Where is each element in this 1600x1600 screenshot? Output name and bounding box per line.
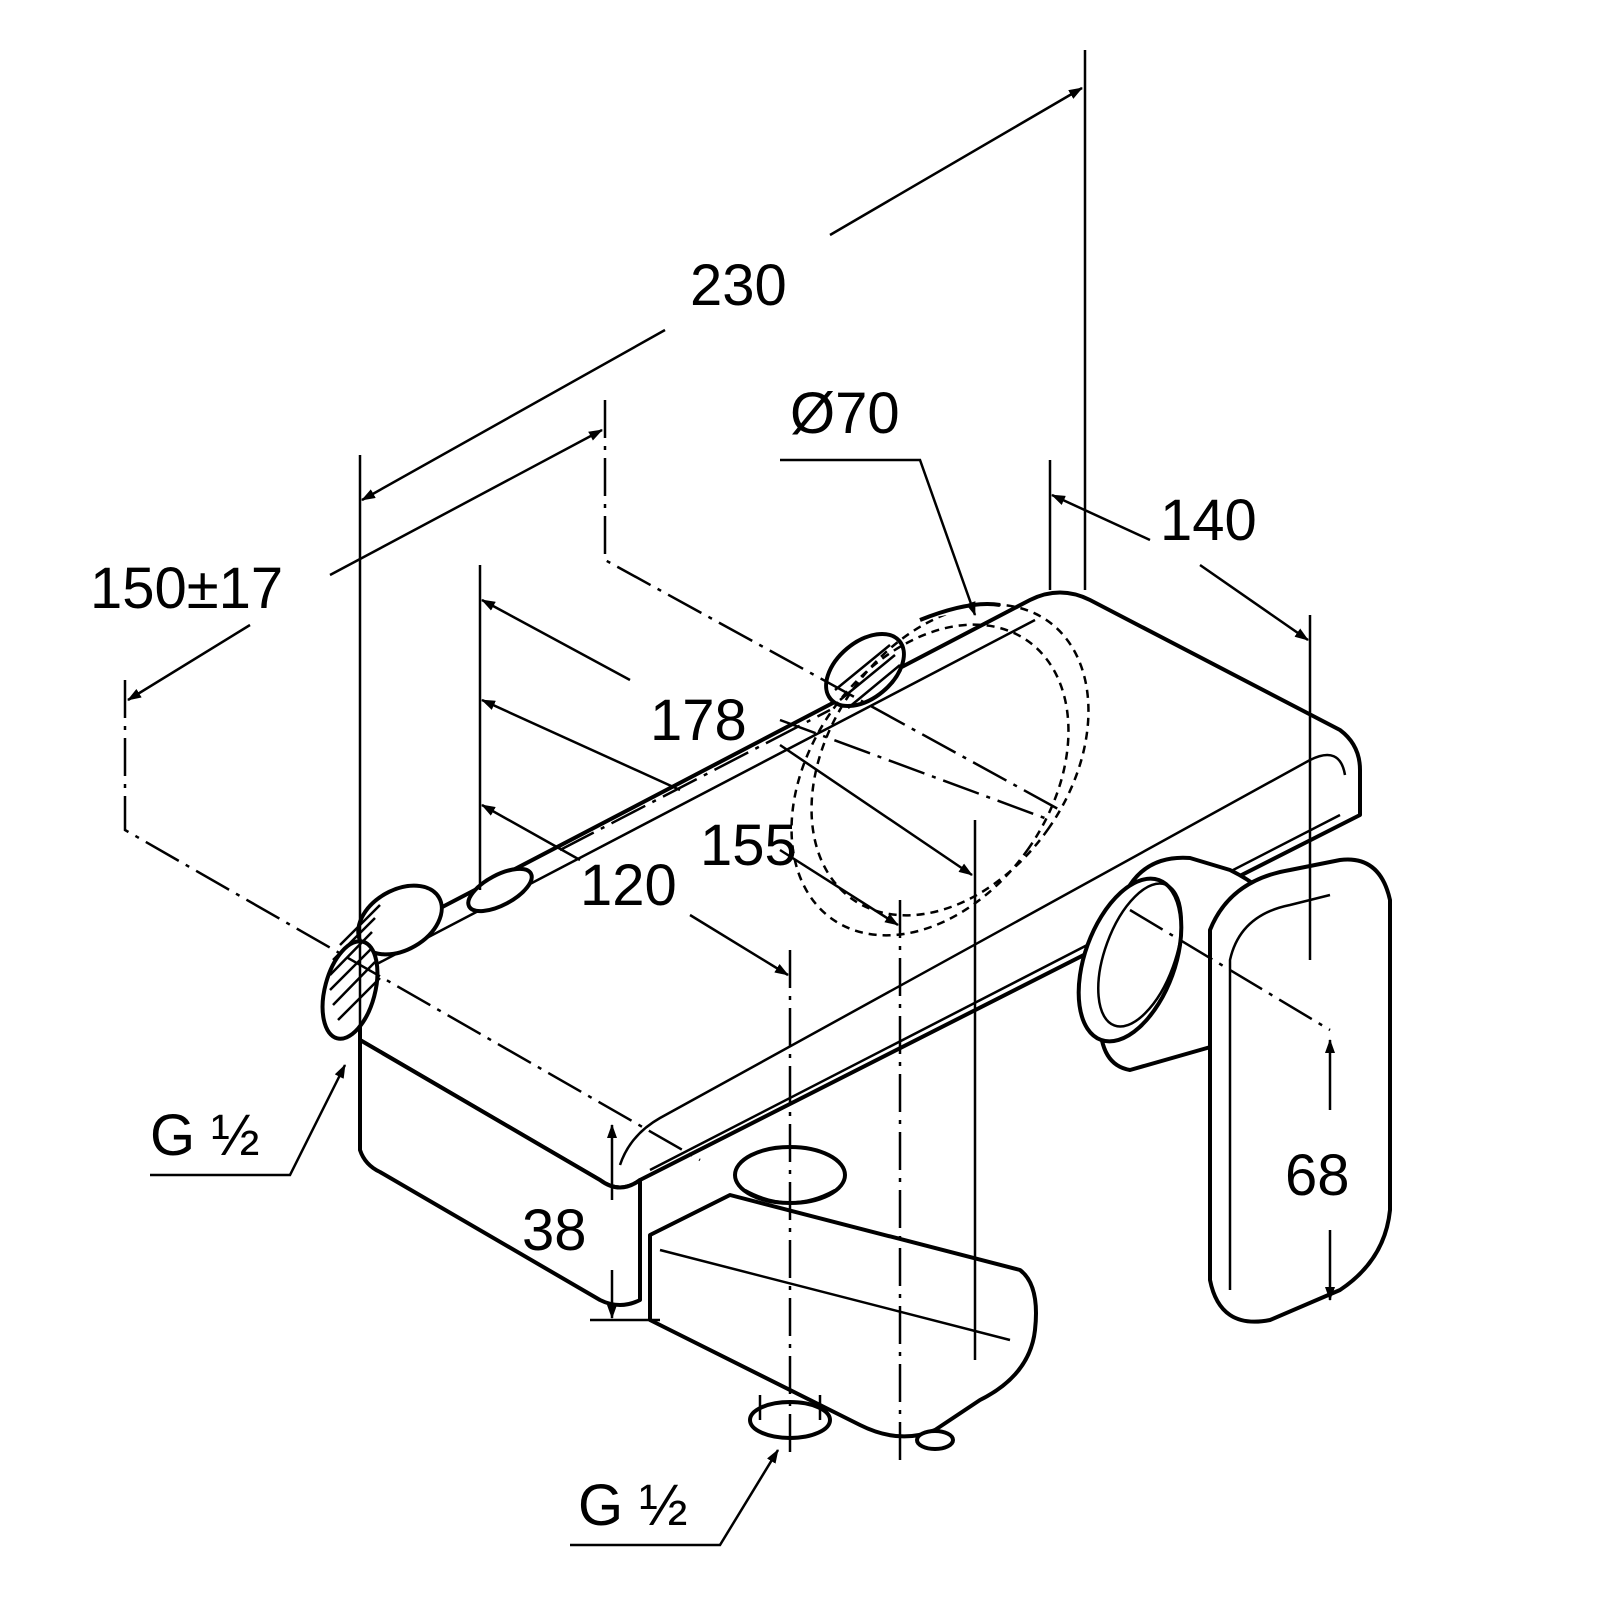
extension-lines [358,50,1312,1360]
mixer-body [358,590,1362,1307]
handle [1076,855,1392,1324]
spout [648,1145,1038,1451]
left-inlet-thread [320,866,534,1041]
dimension-labels: 230 150±17 Ø70 140 178 155 120 38 68 G ½… [90,253,1350,1538]
dim-38-label: 38 [522,1198,587,1263]
dim-150-label: 150±17 [90,556,283,621]
thread-left-inlet-label: G ½ [150,1103,260,1168]
rosette-hidden [790,602,1090,937]
dim-230-label: 230 [690,253,787,318]
dim-155-label: 155 [700,813,797,878]
dim-120-label: 120 [580,853,677,918]
dim-68-label: 68 [1285,1143,1350,1208]
dimension-lines [127,86,1335,1547]
dim-140-label: 140 [1160,488,1257,553]
center-lines [123,400,1331,1460]
dim-diameter-70-label: Ø70 [790,381,900,446]
thread-outlet-label: G ½ [578,1473,688,1538]
dim-178-label: 178 [650,688,747,753]
